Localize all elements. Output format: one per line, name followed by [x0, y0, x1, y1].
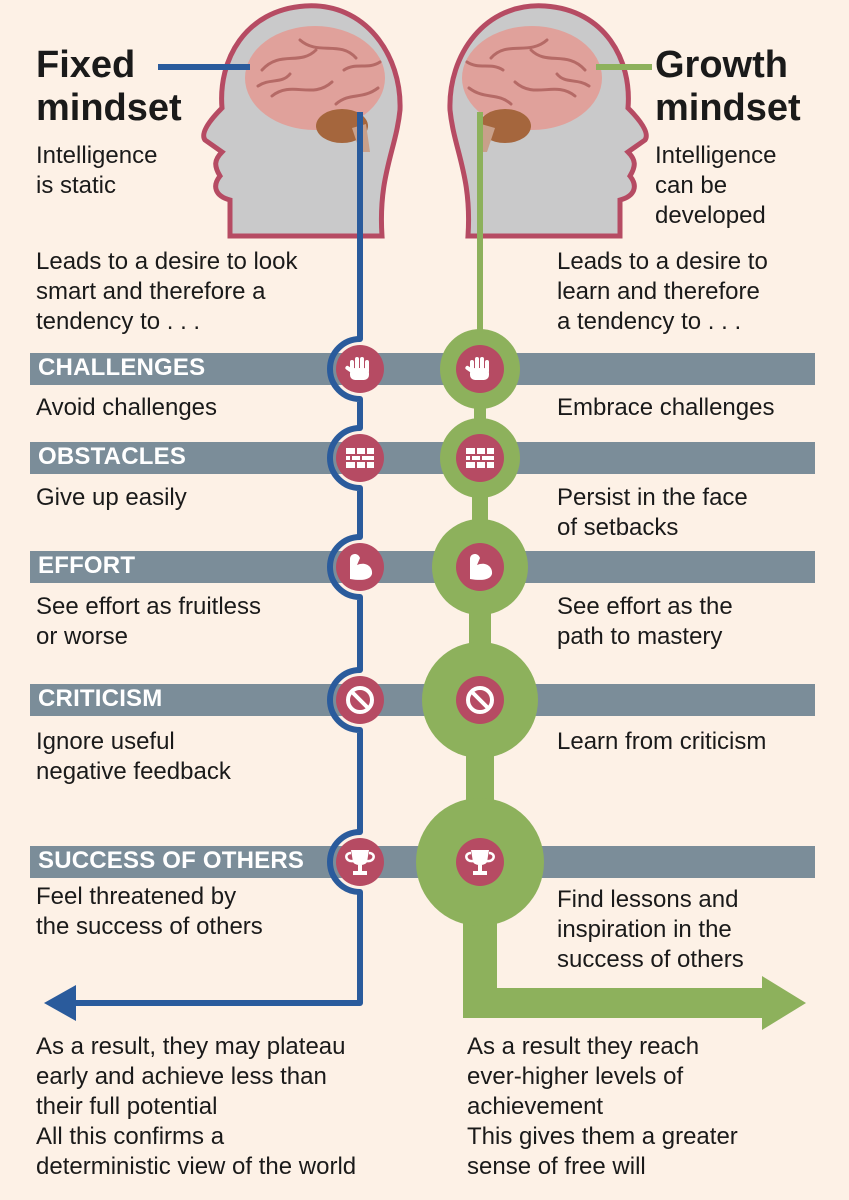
category-label-criticism: CRITICISM — [38, 685, 163, 712]
growth-arrow-shaft — [463, 988, 763, 1018]
fixed-effort-badge — [336, 543, 384, 591]
growth-result-text: As a result they reach ever-higher level… — [467, 1033, 738, 1180]
flexed-arm-icon — [470, 553, 493, 580]
growth-leads-text: Leads to a desire to learn and therefore… — [557, 248, 768, 335]
fixed-response-criticism: Ignore useful negative feedback — [36, 728, 231, 785]
fixed-criticism-badge — [336, 676, 384, 724]
trophy-icon — [345, 850, 375, 875]
growth-mindset-subtitle: Intelligence can be developed — [655, 142, 777, 229]
no-entry-icon — [466, 686, 494, 714]
growth-obstacles-badge — [456, 434, 504, 482]
no-entry-icon — [346, 686, 374, 714]
trophy-icon — [465, 850, 495, 875]
category-label-success-of-others: SUCCESS OF OTHERS — [38, 847, 305, 874]
fixed-mindset-title: Fixed mindset — [36, 44, 182, 129]
growth-arrowhead — [762, 976, 806, 1030]
category-bar-effort — [30, 551, 815, 583]
flexed-arm-icon — [350, 553, 373, 580]
growth-criticism-badge — [456, 676, 504, 724]
fixed-response-success-of-others: Feel threatened by the success of others — [36, 883, 263, 940]
fixed-result-text: As a result, they may plateau early and … — [36, 1033, 357, 1180]
growth-effort-badge — [456, 543, 504, 591]
category-label-effort: EFFORT — [38, 552, 136, 579]
category-bar-obstacles — [30, 442, 815, 474]
hand-stop-icon — [465, 357, 489, 380]
fixed-leads-text: Leads to a desire to look smart and ther… — [36, 248, 298, 335]
fixed-mindset-subtitle: Intelligence is static — [36, 142, 158, 199]
growth-challenges-badge — [456, 345, 504, 393]
fixed-response-challenges: Avoid challenges — [36, 394, 218, 421]
hand-stop-icon — [345, 357, 369, 380]
fixed-challenges-badge — [336, 345, 384, 393]
brick-wall-icon — [466, 448, 494, 468]
fixed-arrowhead — [44, 985, 76, 1021]
growth-response-obstacles: Persist in the face of setbacks — [557, 484, 748, 541]
category-label-challenges: CHALLENGES — [38, 354, 206, 381]
fixed-obstacles-badge — [336, 434, 384, 482]
growth-mindset-title: Growth mindset — [655, 44, 801, 129]
growth-response-effort: See effort as the path to mastery — [557, 593, 733, 650]
growth-response-success-of-others: Find lessons and inspiration in the succ… — [557, 886, 744, 973]
category-bar-challenges — [30, 353, 815, 385]
fixed-response-effort: See effort as fruitless or worse — [36, 593, 261, 650]
growth-success-of-others-badge — [456, 838, 504, 886]
fixed-response-obstacles: Give up easily — [36, 484, 187, 511]
growth-response-challenges: Embrace challenges — [557, 394, 775, 421]
category-label-obstacles: OBSTACLES — [38, 443, 187, 470]
fixed-success-of-others-badge — [336, 838, 384, 886]
brick-wall-icon — [346, 448, 374, 468]
fixed-mindset-line — [70, 112, 363, 1006]
growth-response-criticism: Learn from criticism — [557, 728, 767, 755]
fixed-brain-icon — [245, 26, 385, 152]
